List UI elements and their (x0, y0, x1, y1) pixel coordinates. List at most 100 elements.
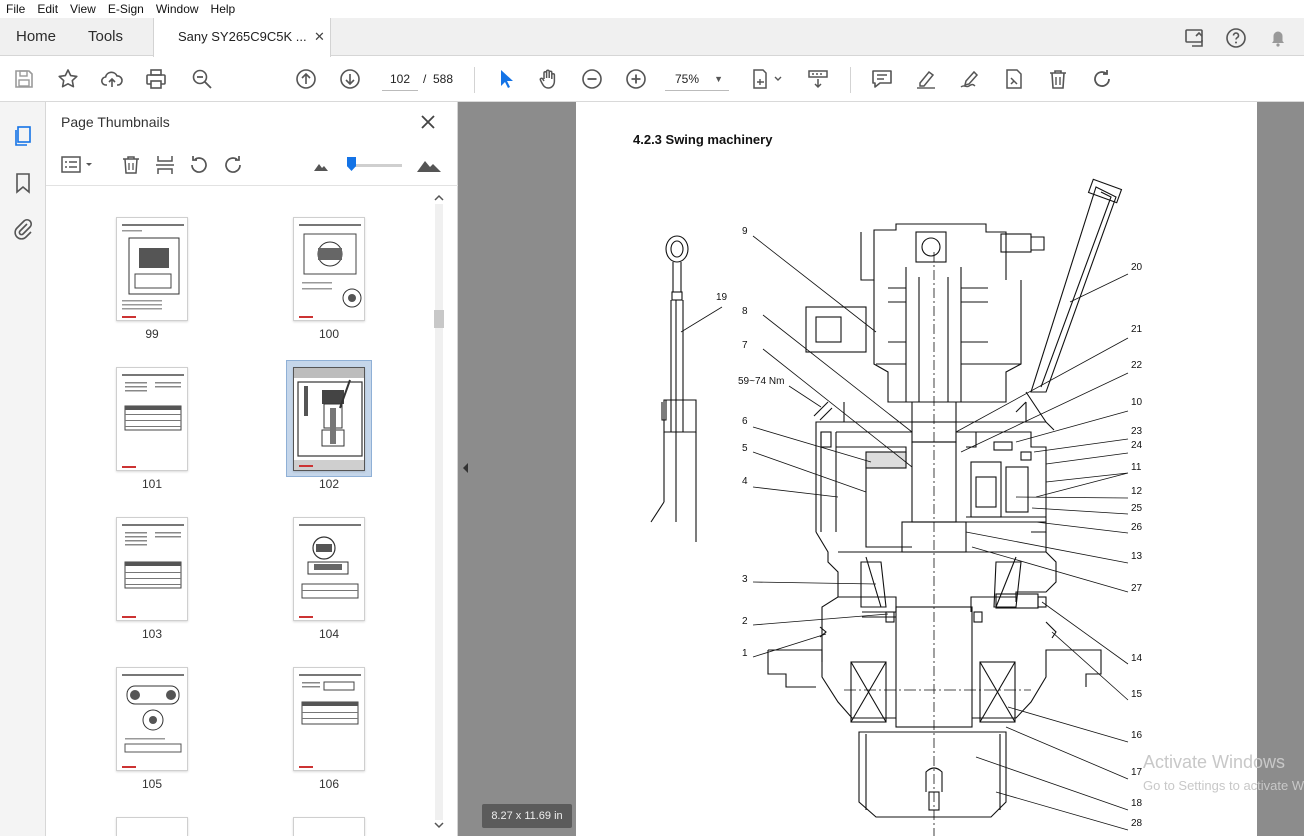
bookmark-icon[interactable] (11, 171, 35, 195)
left-rail (0, 102, 46, 836)
callout-4: 4 (742, 476, 748, 487)
thumbnail-label: 104 (318, 627, 340, 641)
menu-file[interactable]: File (6, 2, 26, 16)
extract-page-icon[interactable] (154, 154, 176, 176)
scroll-mode-icon[interactable] (806, 67, 830, 91)
thumbnails-scrollbar[interactable] (432, 192, 446, 832)
hand-icon[interactable] (536, 67, 560, 91)
sign-icon[interactable] (958, 67, 982, 91)
torque-note: 59~74 Nm (738, 376, 785, 387)
rotate-icon[interactable] (1090, 67, 1114, 91)
comment-icon[interactable] (870, 67, 894, 91)
mountain-small-icon[interactable] (312, 154, 330, 176)
zoom-in-icon[interactable] (624, 67, 648, 91)
callout-1: 1 (742, 648, 748, 659)
star-icon[interactable] (56, 67, 80, 91)
thumbnail-label: 100 (318, 327, 340, 341)
thumbnail-page[interactable] (116, 367, 188, 471)
menu-bar: File Edit View E-Sign Window Help (0, 0, 1304, 18)
thumbnail-page[interactable] (116, 667, 188, 771)
rotate-left-icon[interactable] (188, 154, 210, 176)
callout-20: 20 (1131, 262, 1143, 273)
rotate-right-icon[interactable] (222, 154, 244, 176)
tab-bar: Home Tools Sany SY265C9C5K ... ✕ (0, 18, 1304, 57)
callout-10: 10 (1131, 397, 1143, 408)
thumbnail-page[interactable] (293, 517, 365, 621)
thumbnail-label: 103 (141, 627, 163, 641)
document-page[interactable]: 4.2.3 Swing machinery (576, 102, 1257, 836)
scroll-up-icon[interactable] (432, 193, 446, 203)
thumbnail-options-icon[interactable] (60, 154, 96, 176)
callout-2: 2 (742, 616, 748, 627)
tab-tools[interactable]: Tools (88, 28, 124, 45)
callout-9: 9 (742, 226, 748, 237)
close-icon[interactable] (418, 112, 438, 132)
thumbnail-label: 102 (318, 477, 340, 491)
zoom-value: 75% (675, 72, 700, 86)
zoom-out-icon[interactable] (580, 67, 604, 91)
thumbnail-page[interactable] (116, 217, 188, 321)
page-separator: / (423, 72, 427, 86)
menu-help[interactable]: Help (210, 2, 236, 16)
thumbnail-label: 99 (145, 327, 159, 341)
toolbar-divider (474, 67, 475, 93)
page-number-input[interactable]: 102 (382, 67, 418, 91)
callout-21: 21 (1131, 324, 1143, 335)
thumbnail-page[interactable] (116, 517, 188, 621)
menu-view[interactable]: View (70, 2, 96, 16)
close-tab-icon[interactable]: ✕ (314, 29, 325, 44)
menu-edit[interactable]: Edit (37, 2, 59, 16)
callout-17: 17 (1131, 767, 1143, 778)
page-total: 588 (433, 72, 454, 86)
scroll-down-icon[interactable] (432, 820, 446, 830)
fit-page-icon[interactable] (750, 67, 784, 91)
callout-12: 12 (1131, 486, 1143, 497)
bell-icon[interactable] (1266, 26, 1290, 50)
delete-page-icon[interactable] (120, 154, 142, 176)
attachment-icon[interactable] (11, 217, 35, 241)
callout-13: 13 (1131, 551, 1143, 562)
tab-document[interactable]: Sany SY265C9C5K ... ✕ (153, 18, 331, 57)
menu-window[interactable]: Window (155, 2, 199, 16)
callout-11: 11 (1131, 462, 1142, 473)
main-toolbar: 102 / 588 75% ▼ (0, 57, 1304, 102)
zoom-search-icon[interactable] (190, 67, 214, 91)
thumbnail-page-selected[interactable] (293, 367, 365, 471)
thumbnail-page[interactable] (293, 217, 365, 321)
callout-6: 6 (742, 416, 748, 427)
save-icon[interactable] (12, 67, 36, 91)
callout-25: 25 (1131, 503, 1143, 514)
page-size-badge: 8.27 x 11.69 in (482, 804, 572, 828)
print-icon[interactable] (144, 67, 168, 91)
thumbnails-toolbar (46, 146, 458, 186)
tab-home[interactable]: Home (16, 28, 57, 45)
thumbnail-page[interactable] (293, 667, 365, 771)
highlight-icon[interactable] (914, 67, 938, 91)
thumbnail-page[interactable] (116, 817, 188, 836)
scroll-handle[interactable] (434, 310, 444, 328)
callout-3: 3 (742, 574, 748, 585)
thumbnail-label: 101 (141, 477, 163, 491)
share-screen-icon[interactable] (1183, 26, 1207, 50)
scroll-track[interactable] (435, 204, 443, 820)
export-icon[interactable] (1002, 67, 1026, 91)
menu-esign[interactable]: E-Sign (107, 2, 144, 16)
callout-8: 8 (742, 306, 748, 317)
thumbnail-size-slider[interactable] (350, 164, 402, 167)
zoom-select[interactable]: 75% ▼ (665, 67, 729, 91)
upload-icon[interactable] (100, 67, 124, 91)
delete-icon[interactable] (1046, 67, 1070, 91)
page-up-icon[interactable] (294, 67, 318, 91)
callout-22: 22 (1131, 360, 1143, 371)
slider-handle[interactable] (347, 157, 356, 171)
callout-15: 15 (1131, 689, 1143, 700)
collapse-panel-icon[interactable] (459, 460, 473, 476)
thumbnail-page[interactable] (293, 817, 365, 836)
page-down-icon[interactable] (338, 67, 362, 91)
thumbnail-label: 105 (141, 777, 163, 791)
help-icon[interactable] (1224, 26, 1248, 50)
mountain-large-icon[interactable] (416, 154, 442, 176)
page-thumbnails-icon[interactable] (11, 124, 35, 148)
select-arrow-icon[interactable] (494, 67, 518, 91)
callout-19: 19 (716, 292, 728, 303)
